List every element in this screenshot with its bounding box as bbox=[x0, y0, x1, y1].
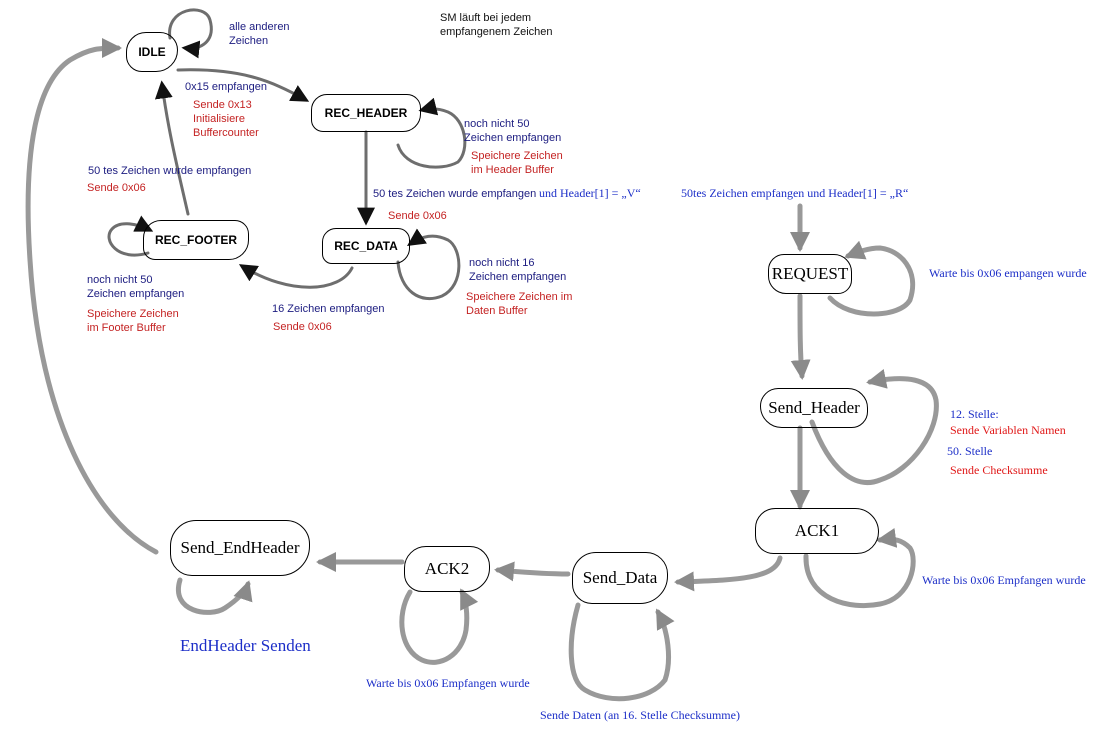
rec-data-self-loop bbox=[396, 228, 461, 301]
state-idle-label: IDLE bbox=[138, 45, 166, 59]
state-rec-data: REC_DATA bbox=[322, 228, 410, 264]
header-loop-condition-2: Zeichen empfangen bbox=[464, 132, 562, 144]
state-ack2-label: ACK2 bbox=[424, 559, 470, 578]
footer-to-idle-condition: 50 tes Zeichen wurde empfangen bbox=[88, 165, 252, 177]
state-send-header-label: Send_Header bbox=[768, 398, 860, 417]
idle-to-header-condition: 0x15 empfangen bbox=[185, 81, 267, 93]
header-loop-action-2: im Header Buffer bbox=[471, 164, 554, 176]
request-to-send-header-arrow bbox=[790, 293, 811, 380]
state-rec-header: REC_HEADER bbox=[311, 94, 421, 132]
data-loop-condition-2: Zeichen empfangen bbox=[469, 271, 567, 283]
state-rec-data-label: REC_DATA bbox=[334, 239, 398, 253]
state-send-endheader: Send_EndHeader bbox=[170, 520, 310, 576]
send-data-to-ack2-arrow bbox=[494, 561, 571, 582]
send-data-self-loop bbox=[568, 602, 675, 702]
data-to-footer-condition: 16 Zeichen empfangen bbox=[272, 303, 385, 315]
footer-to-idle-action: Sende 0x06 bbox=[87, 182, 146, 194]
send-header-label-4: Sende Checksumme bbox=[950, 463, 1048, 477]
state-request: REQUEST bbox=[768, 254, 852, 294]
send-header-label-3: 50. Stelle bbox=[947, 444, 993, 458]
state-send-data: Send_Data bbox=[572, 552, 668, 604]
footer-loop-action-1: Speichere Zeichen bbox=[87, 308, 179, 320]
state-ack1-label: ACK1 bbox=[794, 521, 840, 540]
ack1-self-loop bbox=[803, 527, 916, 609]
rec-data-to-rec-footer-arrow bbox=[238, 264, 354, 289]
header-to-data-condition: 50 tes Zeichen wurde empfangen bbox=[373, 188, 537, 200]
state-ack1: ACK1 bbox=[755, 508, 879, 554]
idle-to-rec-header-arrow bbox=[176, 68, 310, 102]
rec-footer-to-idle-arrow bbox=[154, 80, 190, 216]
header-loop-condition-1: noch nicht 50 bbox=[464, 118, 530, 130]
header-to-data-condition-suffix: und Header[1] = „V“ bbox=[539, 186, 641, 200]
endheader-loop-label: EndHeader Senden bbox=[180, 636, 311, 655]
state-request-label: REQUEST bbox=[771, 264, 849, 283]
idle-loop-label-1: alle anderen bbox=[229, 21, 290, 33]
data-loop-action-2: Daten Buffer bbox=[466, 305, 528, 317]
state-send-endheader-label: Send_EndHeader bbox=[180, 538, 300, 557]
sm-note-line-2: empfangenem Zeichen bbox=[440, 26, 553, 38]
header-loop-action-1: Speichere Zeichen bbox=[471, 150, 563, 162]
ack2-loop-label: Warte bis 0x06 Empfangen wurde bbox=[366, 676, 530, 690]
send-data-loop-label: Sende Daten (an 16. Stelle Checksumme) bbox=[540, 708, 740, 722]
state-rec-footer-label: REC_FOOTER bbox=[154, 233, 237, 247]
state-rec-header-label: REC_HEADER bbox=[324, 106, 408, 120]
state-idle: IDLE bbox=[126, 32, 178, 72]
ack1-loop-label: Warte bis 0x06 Empfangen wurde bbox=[922, 573, 1086, 587]
idle-to-header-action-1: Sende 0x13 bbox=[193, 99, 252, 111]
idle-to-header-action-2: Initialisiere bbox=[193, 113, 245, 125]
state-rec-footer: REC_FOOTER bbox=[143, 220, 249, 260]
send-endheader-self-loop bbox=[175, 577, 253, 615]
send-header-self-loop bbox=[809, 369, 939, 485]
send-header-label-2: Sende Variablen Namen bbox=[950, 423, 1066, 437]
state-ack2: ACK2 bbox=[404, 546, 490, 592]
idle-self-loop bbox=[168, 8, 213, 59]
state-send-data-label: Send_Data bbox=[582, 568, 658, 587]
to-request-condition: 50tes Zeichen empfangen und Header[1] = … bbox=[681, 186, 909, 200]
data-loop-action-1: Speichere Zeichen im bbox=[466, 291, 573, 303]
sm-note-line-1: SM läuft bei jedem bbox=[440, 12, 532, 24]
ack1-to-send-data-arrow bbox=[674, 555, 783, 592]
ack2-self-loop bbox=[399, 588, 479, 665]
footer-loop-condition-1: noch nicht 50 bbox=[87, 274, 153, 286]
request-self-loop bbox=[827, 240, 916, 317]
idle-loop-label-2: Zeichen bbox=[229, 35, 269, 47]
request-loop-label: Warte bis 0x06 empangen wurde bbox=[929, 266, 1087, 280]
footer-loop-condition-2: Zeichen empfangen bbox=[87, 288, 185, 300]
send-header-label-1: 12. Stelle: bbox=[950, 407, 999, 421]
header-to-data-action: Sende 0x06 bbox=[388, 210, 447, 222]
state-send-header: Send_Header bbox=[760, 388, 868, 428]
rec-header-self-loop bbox=[396, 97, 467, 169]
footer-loop-action-2: im Footer Buffer bbox=[87, 322, 166, 334]
send-endheader-to-idle-arrow bbox=[25, 38, 159, 555]
data-to-footer-action: Sende 0x06 bbox=[273, 321, 332, 333]
rec-footer-self-loop bbox=[107, 215, 154, 257]
data-loop-condition-1: noch nicht 16 bbox=[469, 257, 535, 269]
idle-to-header-action-3: Buffercounter bbox=[193, 127, 259, 139]
